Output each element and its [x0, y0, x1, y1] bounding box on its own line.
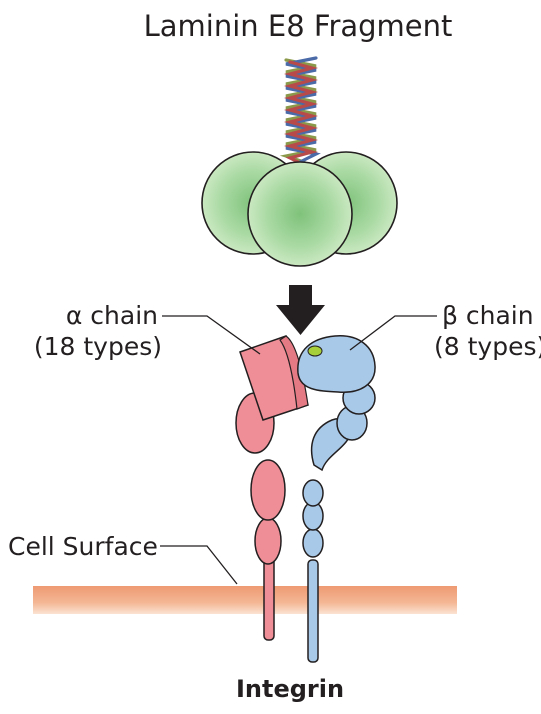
- alpha-domain-4: [251, 460, 285, 520]
- cell-surface-leader-line: [160, 546, 237, 584]
- beta-chain-types: (8 types): [434, 332, 541, 361]
- binding-arrow-icon: [276, 285, 325, 335]
- beta-head-domain: [298, 336, 375, 392]
- alpha-chain-label: α chain: [66, 301, 158, 330]
- alpha-chain-types: (18 types): [34, 332, 162, 361]
- laminin-globule-center: [248, 162, 352, 266]
- binding-site: [308, 346, 322, 356]
- coiled-coil-helix: [286, 58, 316, 164]
- laminin-e8-globules: [202, 152, 397, 266]
- diagram-title: Laminin E8 Fragment: [144, 9, 453, 43]
- beta-chain-label: β chain: [442, 301, 534, 330]
- alpha-transmembrane-stalk: [264, 558, 274, 640]
- beta-transmembrane-stalk: [308, 560, 318, 662]
- cell-membrane: [33, 586, 457, 614]
- integrin-label: Integrin: [236, 675, 344, 703]
- beta-bead-2: [303, 480, 323, 506]
- alpha-domain-5: [255, 518, 281, 564]
- cell-surface-label: Cell Surface: [8, 532, 158, 561]
- beta-bead-4: [303, 529, 323, 557]
- alpha-chain-leader-line: [162, 316, 260, 354]
